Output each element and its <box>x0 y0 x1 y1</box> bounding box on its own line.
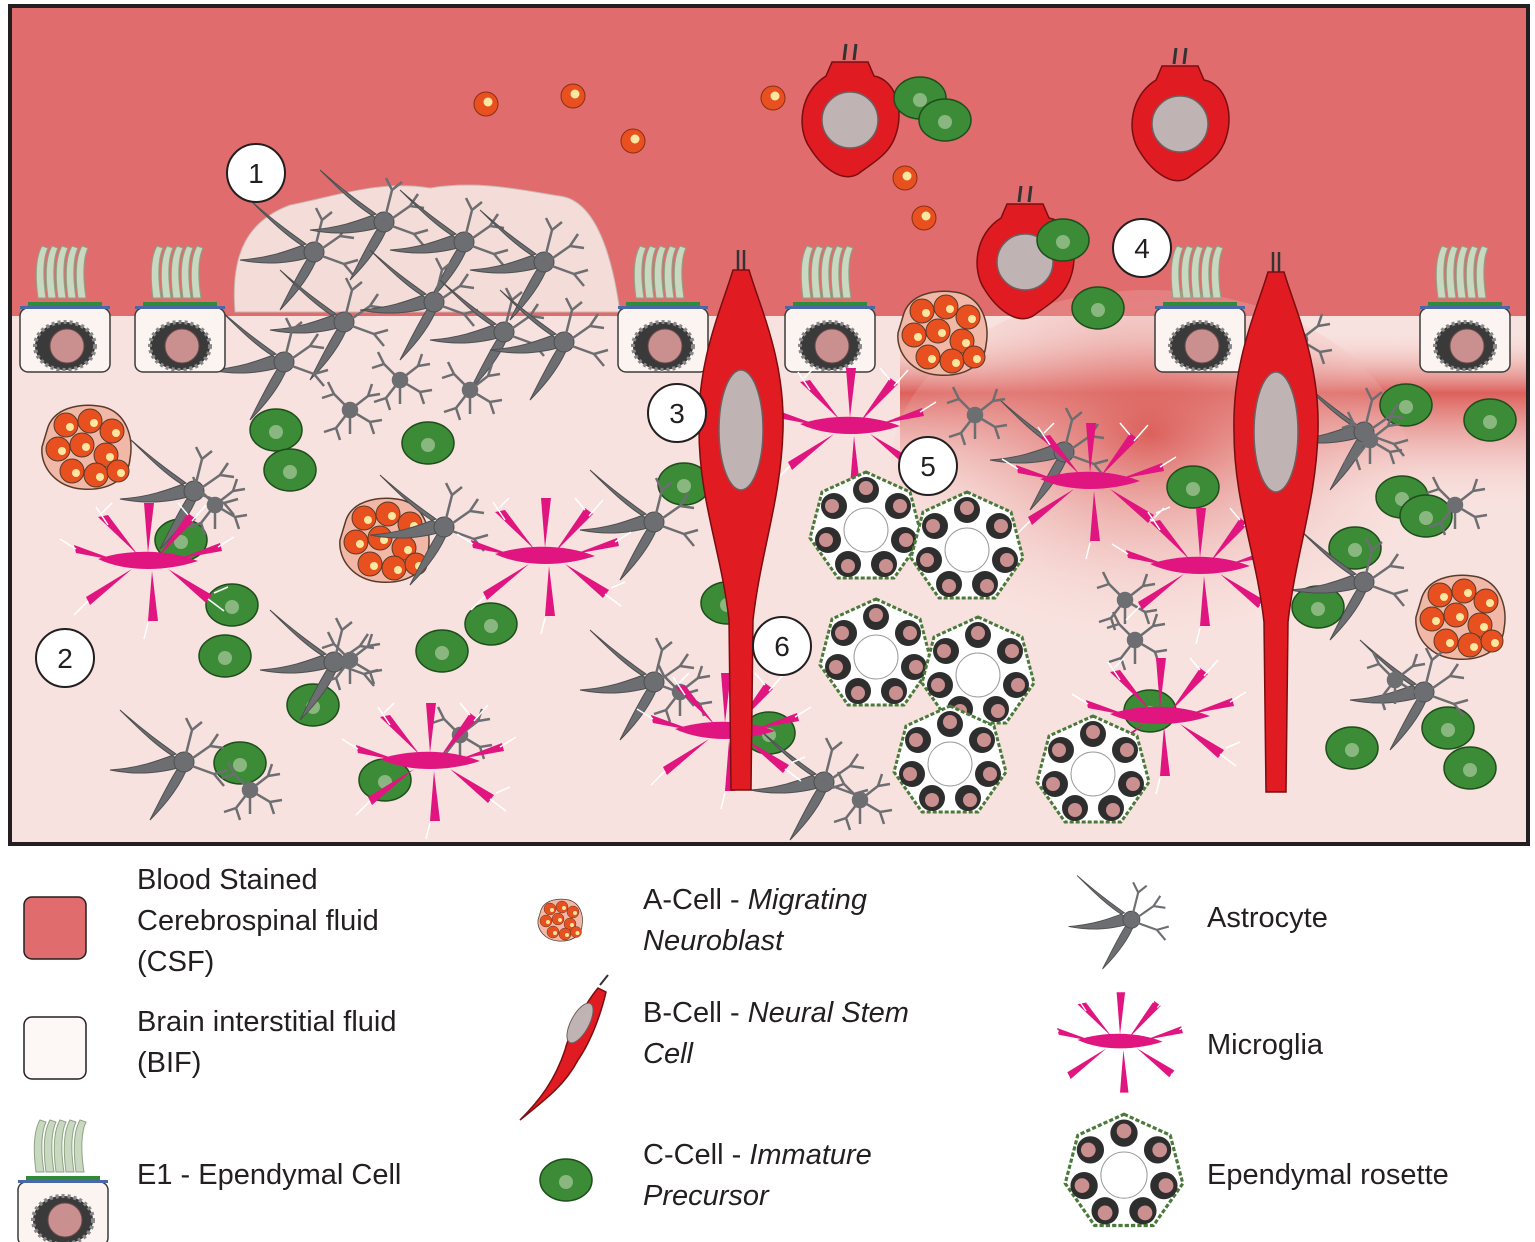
svg-text:4: 4 <box>1134 233 1150 264</box>
diagram-frame <box>8 4 1530 846</box>
legend-c-cell: C-Cell - Immature Precursor <box>643 1139 872 1212</box>
svg-text:1: 1 <box>248 158 264 189</box>
marker-5: 5 <box>898 436 958 496</box>
astrocyte-icon <box>1067 874 1170 971</box>
marker-6: 6 <box>752 616 812 676</box>
legend-rosette: Ependymal rosette <box>1207 1159 1449 1191</box>
a-cell-cluster-icon <box>537 898 583 942</box>
ependymal-rosette-icon <box>1063 1112 1185 1228</box>
marker-4: 4 <box>1112 218 1172 278</box>
legend-bif: Brain interstitial fluid (BIF) <box>137 1006 397 1079</box>
marker-1: 1 <box>226 143 286 203</box>
ependymal-cell-icon <box>16 1118 110 1242</box>
bif-swatch-icon <box>23 1016 87 1080</box>
legend-b-cell: B-Cell - Neural Stem Cell <box>643 997 909 1070</box>
marker-3: 3 <box>647 383 707 443</box>
svg-text:6: 6 <box>774 631 790 662</box>
legend-microglia: Microglia <box>1207 1029 1324 1061</box>
c-cell-icon <box>539 1158 593 1202</box>
svg-text:5: 5 <box>920 451 936 482</box>
svg-text:2: 2 <box>57 643 73 674</box>
legend-e1: E1 - Ependymal Cell <box>137 1159 402 1191</box>
csf-swatch-icon <box>23 896 87 960</box>
b-cell-icon <box>519 974 609 1121</box>
legend-csf: Blood Stained Cerebrospinal fluid (CSF) <box>137 864 379 978</box>
legend-astrocyte: Astrocyte <box>1207 902 1328 934</box>
svg-text:3: 3 <box>669 398 685 429</box>
microglia-icon <box>1044 991 1194 1109</box>
legend-a-cell: A-Cell - Migrating Neuroblast <box>643 884 868 957</box>
marker-2: 2 <box>35 628 95 688</box>
